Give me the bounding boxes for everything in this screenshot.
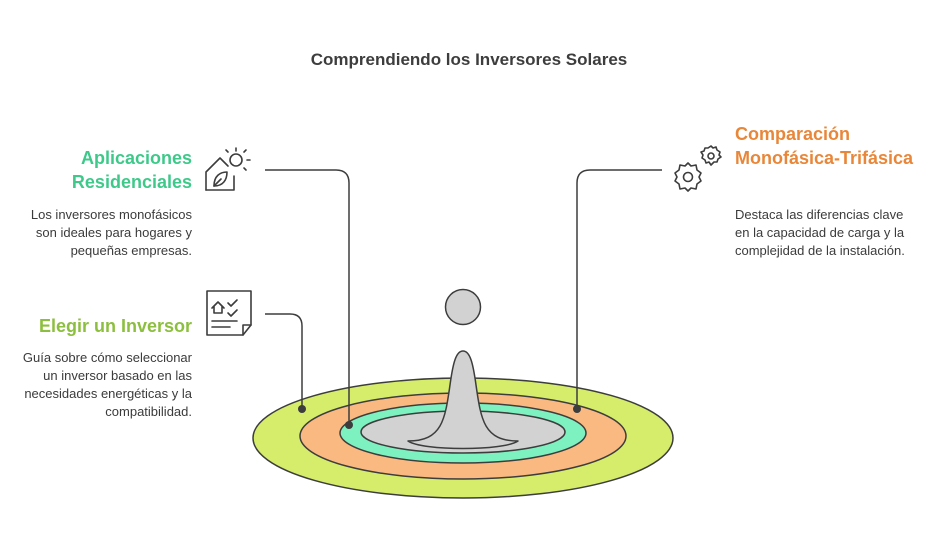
residential-heading: Aplicaciones Residenciales xyxy=(71,148,192,192)
connector-dot-residential xyxy=(345,421,353,429)
house-sun-icon xyxy=(205,147,251,191)
choose-inverter-description: Guía sobre cómo seleccionar un inversor … xyxy=(22,350,192,419)
gears-icon xyxy=(674,145,722,192)
comparison-description: Destaca las diferencias clave en la capa… xyxy=(735,207,905,258)
connector-dot-choose xyxy=(298,405,306,413)
checklist-icon xyxy=(206,290,252,336)
connector-dot-comparison xyxy=(573,405,581,413)
connector-residential xyxy=(265,169,350,424)
comparison-heading: Comparación Monofásica-Trifásica xyxy=(735,124,914,168)
connector-comparison xyxy=(576,169,662,408)
connector-choose xyxy=(265,313,303,408)
diagram-title: Comprendiendo los Inversores Solares xyxy=(310,50,628,69)
droplet-peak xyxy=(407,350,519,450)
floating-drop xyxy=(444,288,482,326)
choose-inverter-heading: Elegir un Inversor xyxy=(38,316,192,336)
residential-description: Los inversores monofásicos son ideales p… xyxy=(30,207,192,258)
